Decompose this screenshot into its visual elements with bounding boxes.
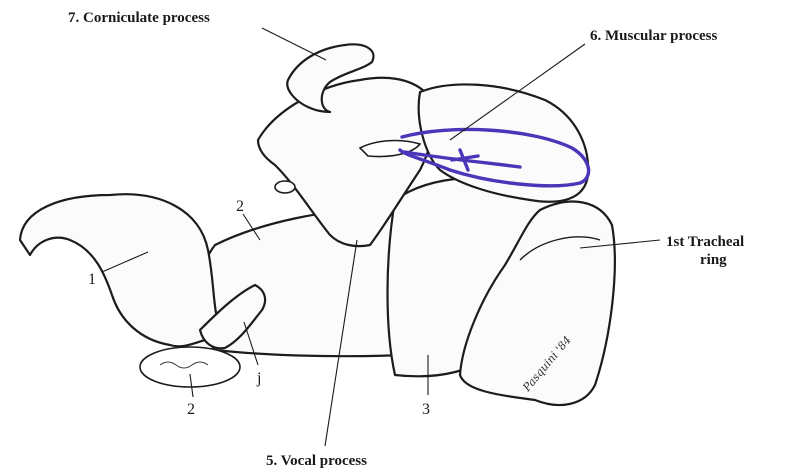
label-letter-j: j	[256, 370, 261, 387]
small-tubercle	[275, 181, 295, 193]
label-number-1: 1	[88, 271, 96, 288]
label-tracheal-ring-line2: ring	[700, 252, 727, 268]
label-number-2-top: 2	[236, 198, 244, 215]
label-vocal-process: 5. Vocal process	[266, 453, 367, 469]
cartilage-2-oval	[140, 347, 240, 387]
label-muscular-process: 6. Muscular process	[590, 28, 718, 44]
label-number-2-bottom: 2	[187, 401, 195, 418]
cartilage-1-horn	[20, 194, 222, 346]
label-number-3: 3	[422, 401, 430, 418]
leader-corniculate	[262, 28, 326, 60]
label-tracheal-ring-line1: 1st Tracheal	[666, 234, 744, 250]
label-corniculate-process: 7. Corniculate process	[68, 10, 210, 26]
